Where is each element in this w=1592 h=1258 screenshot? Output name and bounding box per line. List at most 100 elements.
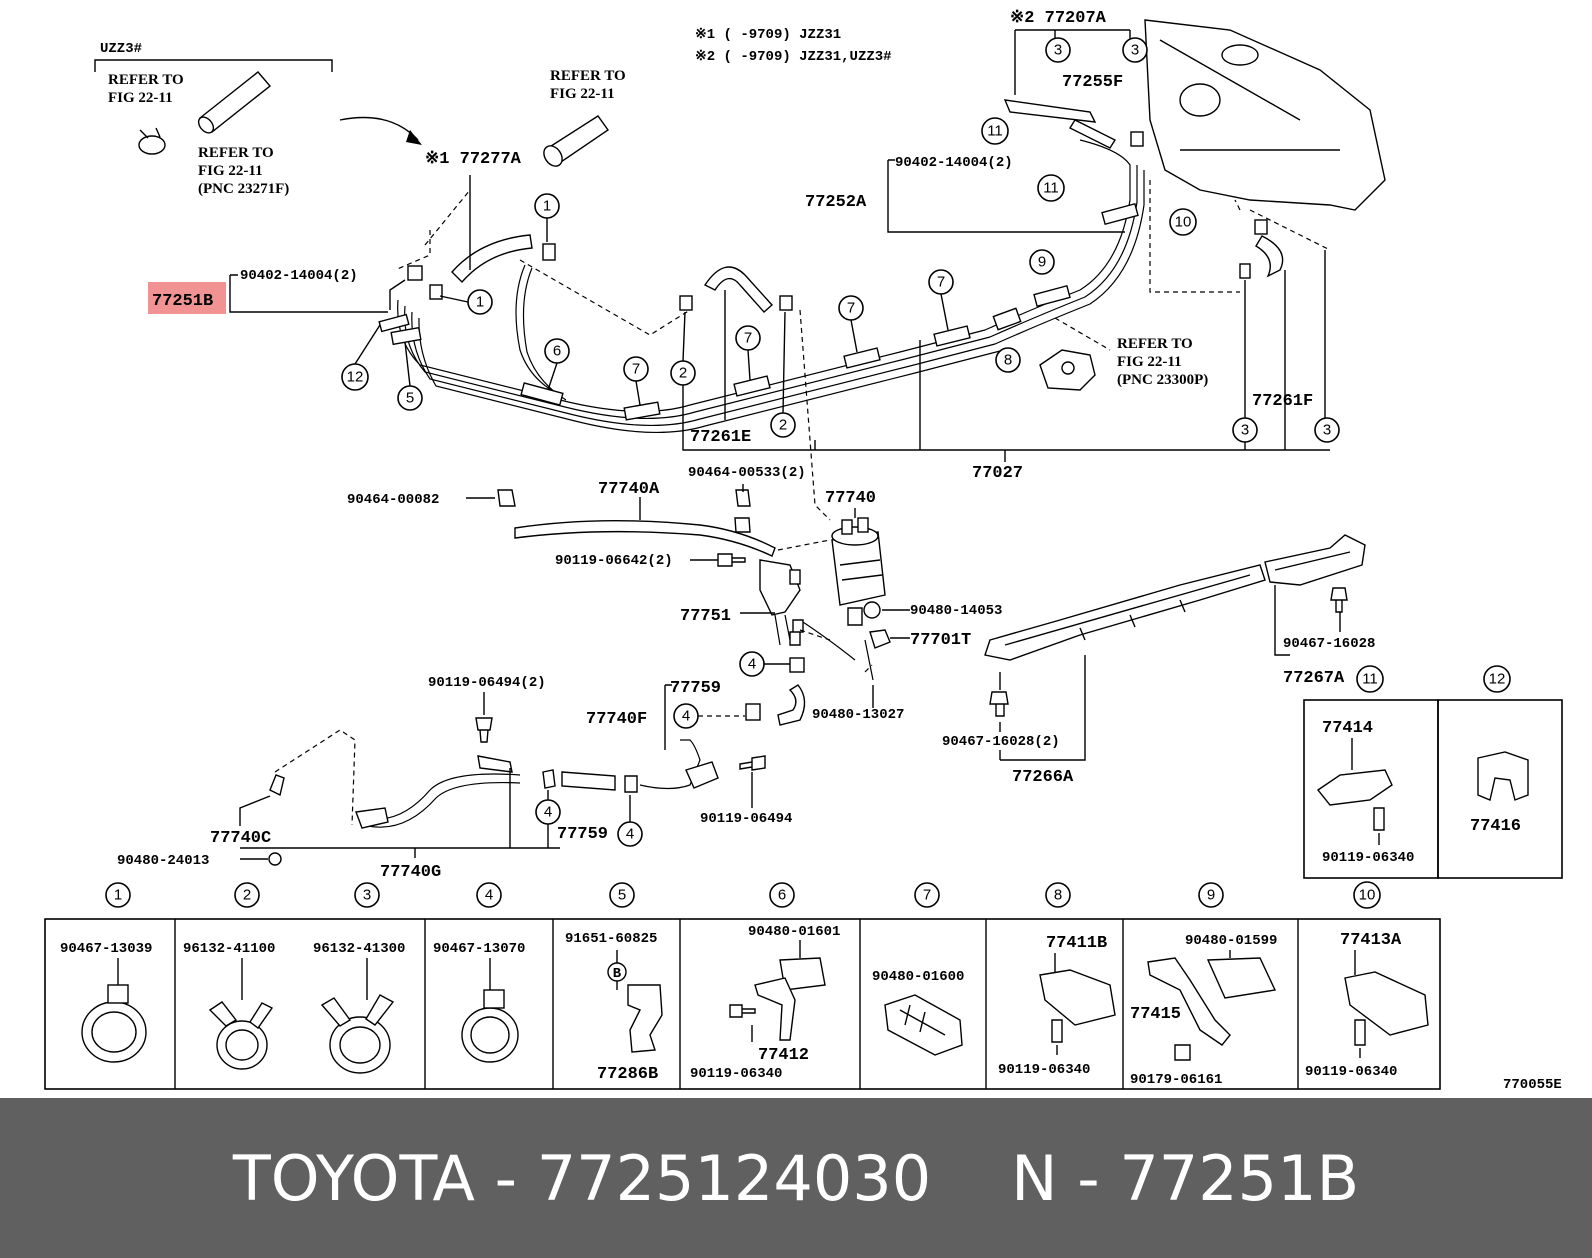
legend-6-part-b: 77412 [758,1046,809,1065]
hose-clamp-icon [138,127,166,155]
hose-clamp-4-icon [461,989,519,1063]
dash-pump [1054,317,1111,351]
legend-6-part: 90480-01601 [748,924,840,940]
fuel-hose-left-icon [451,234,533,284]
svg-text:3: 3 [363,887,371,904]
arrow-head-icon [406,130,422,145]
callout-4-c: 4 [535,799,561,825]
legend-10-part: 77413A [1340,931,1402,950]
legend-9-part-b: 77415 [1130,1005,1181,1024]
highlight-77251b [148,282,226,314]
hose-77261e-icon [703,266,773,313]
refer-3a: REFER TO [550,68,626,84]
svg-text:6: 6 [553,343,561,360]
label-90402-b: 90402-14004(2) [895,155,1013,171]
parts-diagram: ※1 ( -9709) JZZ31 ※2 ( -9709) JZZ31,UZZ3… [44,9,1563,1093]
refer-4b: FIG 22-11 [1117,354,1182,370]
bolt-90119-c-icon [739,755,766,771]
callout-5: 5 [397,385,423,411]
legend-callout-9: 9 [1198,882,1224,908]
dash-right [1149,180,1331,293]
label-77759-a: 77759 [670,679,721,698]
svg-text:1: 1 [114,887,122,904]
label-77740a: 77740A [598,480,660,499]
clamp-6 [520,382,564,406]
callout-3-b: 3 [1122,37,1148,63]
legend-callout-3: 3 [354,882,380,908]
svg-text:7: 7 [937,274,945,291]
svg-text:3: 3 [1323,422,1331,439]
hose-clamp-1-icon [81,984,147,1063]
clamp-10-part [1101,202,1139,226]
clamp-1-b [429,284,443,300]
fuel-pump-bracket-icon [1039,349,1096,391]
leader-77740c [239,795,271,826]
svg-text:10: 10 [1359,887,1376,904]
clamp-right-2-icon [1239,263,1251,279]
leader-77267a [1274,585,1290,656]
label-uzz3: UZZ3# [100,41,142,57]
svg-text:11: 11 [987,123,1003,140]
joint-icon [789,619,804,646]
leader-4-cd [547,790,631,822]
vent-hose-2-icon [1068,119,1117,149]
canister-bracket-77751-icon [759,559,801,616]
svg-text:6: 6 [778,887,786,904]
tube-clip-left [407,265,423,281]
hose-clamp-2-icon [208,1001,274,1070]
label-77740g: 77740G [380,863,441,882]
label-77252a: 77252A [805,193,867,212]
leader-12-5 [354,324,411,387]
legend-11-bolt: 90119-06340 [1322,850,1414,866]
leader-77252a [887,159,1125,233]
svg-text:7: 7 [632,361,640,378]
legend-top: 11 12 77414 90119-06340 77416 [1303,665,1563,879]
callout-3-d: 3 [1314,417,1340,443]
bolt-90119-b-icon [475,717,493,743]
refer-2a: REFER TO [198,145,274,161]
svg-text:11: 11 [1362,671,1378,688]
bolt-90467-a-icon [1330,587,1348,613]
svg-text:4: 4 [626,826,634,843]
legend-callout-11: 11 [1356,665,1384,693]
legend-7-part: 90480-01600 [872,969,964,985]
label-90480-b: 90480-13027 [812,707,904,723]
legend-5-part-b: 77286B [597,1065,658,1084]
clamp-2-b [779,295,793,311]
label-90119-b: 90119-06494(2) [428,675,546,691]
svg-text:4: 4 [682,708,690,725]
svg-text:3: 3 [1241,422,1249,439]
svg-text:12: 12 [347,369,364,386]
leader-77027 [682,340,1330,462]
dash-valve [799,629,873,673]
filler-pipe-icon [543,115,609,167]
bolt-8-icon [1051,1019,1063,1043]
label-77751: 77751 [680,607,731,626]
clamp-7-c [843,347,881,369]
fuel-tube-bundle [397,139,1145,434]
bolt-9-icon [1174,1044,1191,1061]
svg-text:1: 1 [476,294,484,311]
refer-4a: REFER TO [1117,336,1193,352]
clamp-4-d [624,775,638,793]
label-90480-c: 90480-24013 [117,853,209,869]
bracket-77412-icon [754,977,796,1041]
label-77261e: 77261E [690,428,751,447]
clamp-7-ribs [899,1004,946,1036]
note-2: ※2 ( -9709) JZZ31,UZZ3# [695,49,892,65]
svg-text:4: 4 [485,887,493,904]
clamp-4-a [789,657,805,673]
label-77255f: 77255F [1062,73,1123,92]
canister-lines [774,614,874,681]
callout-3-a: 3 [1045,37,1071,63]
svg-text:10: 10 [1175,214,1192,231]
clip-77416-icon [1477,751,1529,801]
leader-77759-a [664,684,672,750]
legend-9-part-c: 90179-06161 [1130,1072,1222,1088]
clamp-1-a [542,243,556,261]
diagram-ref-code: 770055E [1503,1077,1562,1093]
bolt-90467-b-icon [989,691,1009,717]
clamp-90480-01599-icon [1206,957,1277,999]
callout-1-a: 1 [534,193,560,219]
legend-11-part: 77414 [1322,719,1373,738]
